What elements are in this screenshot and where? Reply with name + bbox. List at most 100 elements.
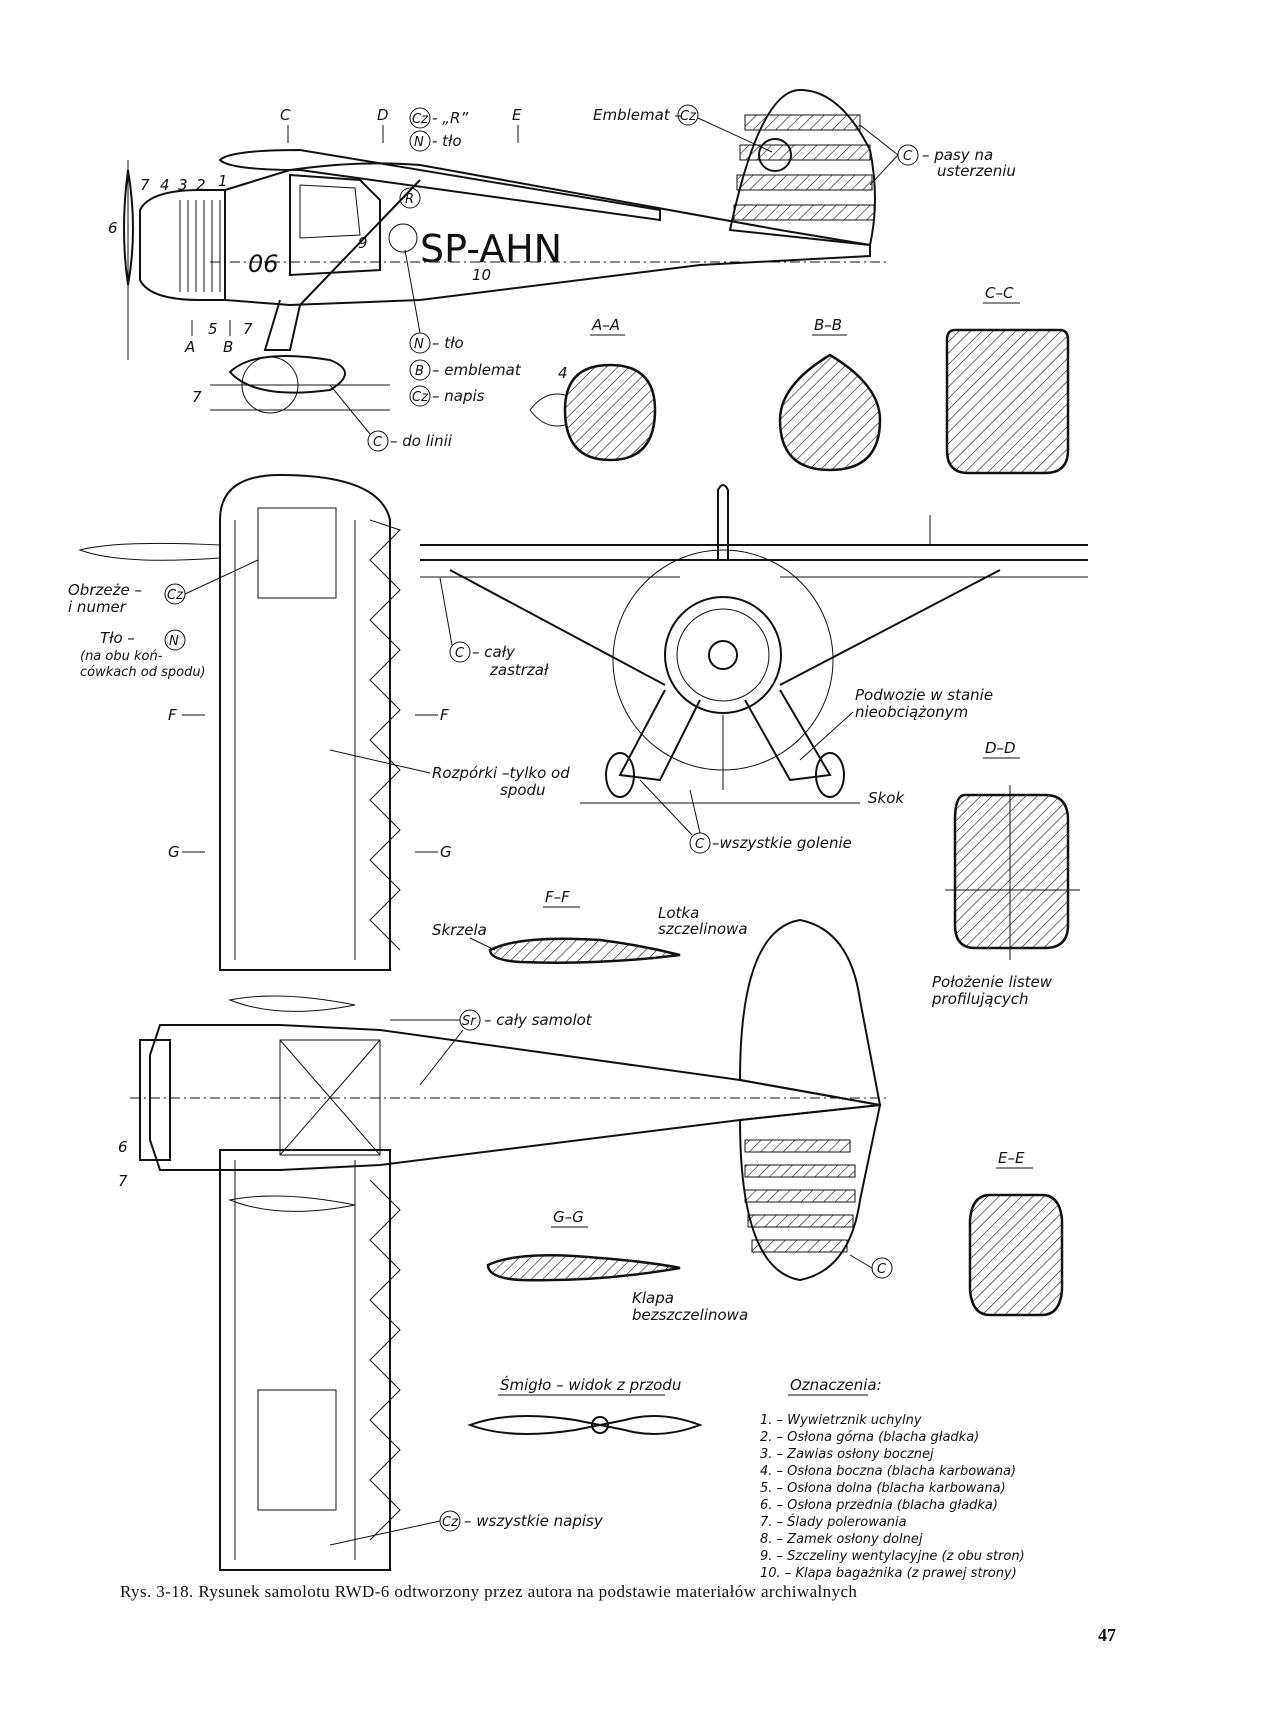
- legend-item: 7. – Ślady polerowania: [760, 1514, 907, 1530]
- circle-code-r: R: [405, 192, 414, 207]
- label-cz-wszystkie-napisy: – wszystkie napisy: [464, 1512, 604, 1530]
- circle-code-c: C: [695, 837, 705, 852]
- part-number: 10: [472, 266, 491, 284]
- label-tlo-line1: Tło –: [100, 629, 135, 647]
- callout-cz-r: - „R”: [432, 109, 468, 127]
- section-b-b-title: B–B: [814, 316, 842, 334]
- section-a-a-part: 4: [558, 364, 568, 382]
- callout-emblemat-top: Emblemat –: [593, 106, 682, 124]
- label-lotka-line2: szczelinowa: [658, 920, 748, 938]
- part-number: 6: [108, 219, 118, 237]
- plan-view: Obrzeże – i numer Cz Tło – N (na obu koń…: [68, 473, 893, 1571]
- section-c-c-title: C–C: [985, 284, 1014, 302]
- legend-item: 8. – Zamek osłony dolnej: [760, 1532, 923, 1547]
- section-f-f-title: F–F: [545, 888, 570, 906]
- label-rozporki-line1: Rozpórki –tylko od: [432, 764, 570, 782]
- label-klapa-line1: Klapa: [632, 1289, 674, 1307]
- part-number: 7: [243, 320, 253, 338]
- part-number: 1: [218, 172, 228, 190]
- label-podwozie-line2: nieobciążonym: [855, 703, 968, 721]
- fuselage-number: 06: [248, 250, 279, 278]
- legend-item: 5. – Osłona dolna (blacha karbowana): [760, 1481, 1006, 1496]
- station-g-right: G: [440, 843, 452, 861]
- front-view: C – cały zastrzał Podwozie w stanie nieo…: [420, 484, 1088, 854]
- figure-caption: Rys. 3-18. Rysunek samolotu RWD-6 odtwor…: [120, 1582, 858, 1601]
- label-obrzeze-line2: i numer: [68, 598, 127, 616]
- circle-code-cz: Cz: [680, 109, 697, 124]
- station-e-label: E: [512, 106, 522, 124]
- legend-item: 4. – Osłona boczna (blacha karbowana): [760, 1464, 1016, 1479]
- station-b-label: B: [223, 338, 233, 356]
- profile-f-f: F–F Skrzela Lotka szczelinowa: [432, 888, 748, 964]
- legend-item: 3. – Zawias osłony bocznej: [760, 1447, 934, 1462]
- station-f-left: F: [168, 706, 177, 724]
- circle-code-c: C: [455, 646, 465, 661]
- legend-item: 1. – Wywietrznik uchylny: [760, 1413, 922, 1428]
- label-rozporki-line2: spodu: [500, 781, 546, 799]
- station-f-right: F: [440, 706, 449, 724]
- station-a-label: A: [184, 338, 195, 356]
- profile-g-g: G–G Klapa bezszczelinowa: [486, 1208, 748, 1324]
- section-d-d-title: D–D: [985, 739, 1016, 757]
- legend-item: 2. – Osłona górna (blacha gładka): [760, 1430, 979, 1445]
- propeller-front-view: Śmigło – widok z przodu: [467, 1375, 703, 1435]
- callout-c-do-linii: – do linii: [390, 432, 453, 450]
- legend-item: 9. – Szczeliny wentylacyjne (z obu stron…: [760, 1549, 1025, 1564]
- part-7-label: 7: [118, 1172, 128, 1190]
- part-number: 2: [196, 176, 206, 194]
- circle-code-sr: Sr: [462, 1014, 477, 1029]
- label-listwy-line1: Położenie listew: [932, 973, 1053, 991]
- legend-item: 10. – Klapa bagażnika (z prawej strony): [760, 1566, 1017, 1581]
- circle-code-cz: Cz: [412, 390, 429, 405]
- section-c-c: C–C: [945, 284, 1070, 475]
- legend: Oznaczenia: 1. – Wywietrznik uchylny 2. …: [760, 1376, 1025, 1581]
- label-obrzeze-line1: Obrzeże –: [68, 581, 142, 599]
- section-e-e-title: E–E: [998, 1149, 1025, 1167]
- section-a-a: A–A 4: [529, 316, 657, 462]
- station-g-left: G: [168, 843, 180, 861]
- callout-n-tlo-top: - tło: [432, 132, 462, 150]
- section-b-b: B–B: [778, 316, 882, 472]
- circle-code-b: B: [415, 364, 424, 379]
- label-caly-zastrzal-line2: zastrzał: [489, 661, 549, 679]
- side-view: C D E A B 7 4 3 2 1 6 5 7 9 10 7 SP-AHN …: [108, 88, 1016, 452]
- label-caly-zastrzal-line1: – cały: [472, 643, 516, 661]
- circle-code-n: N: [414, 135, 424, 150]
- circle-code-c: C: [903, 149, 913, 164]
- circle-code-cz: Cz: [442, 1515, 459, 1530]
- label-listwy-line2: profilujących: [931, 990, 1028, 1008]
- page-number: 47: [1098, 1625, 1116, 1645]
- propeller-title: Śmigło – widok z przodu: [500, 1375, 681, 1394]
- label-skok: Skok: [868, 789, 905, 807]
- callout-pasy-line2: usterzeniu: [937, 162, 1016, 180]
- circle-code-n: N: [169, 634, 179, 649]
- station-c-label: C: [280, 106, 291, 124]
- label-wszystkie-golenie: –wszystkie golenie: [712, 834, 852, 852]
- label-podwozie-line1: Podwozie w stanie: [855, 686, 993, 704]
- section-e-e: E–E: [968, 1149, 1064, 1317]
- part-number: 3: [178, 176, 188, 194]
- circle-code-c: C: [373, 435, 383, 450]
- registration-text: SP-AHN: [420, 227, 562, 271]
- label-tlo-line2: (na obu koń-: [80, 649, 163, 664]
- legend-title: Oznaczenia:: [790, 1376, 882, 1394]
- section-a-a-title: A–A: [591, 316, 620, 334]
- part-number: 9: [358, 234, 368, 252]
- circle-code-cz: Cz: [167, 588, 184, 603]
- circle-code-c: C: [877, 1262, 887, 1277]
- callout-b-emblemat: – emblemat: [432, 361, 522, 379]
- section-g-g-title: G–G: [553, 1208, 584, 1226]
- label-tlo-line3: cówkach od spodu): [80, 665, 206, 680]
- station-d-label: D: [377, 106, 389, 124]
- label-skrzela: Skrzela: [432, 921, 487, 939]
- part-6-label: 6: [118, 1138, 128, 1156]
- part-number: 7: [140, 176, 150, 194]
- callout-n-tlo-bottom: – tło: [432, 334, 464, 352]
- section-d-d: D–D Położenie listew profilujących: [931, 739, 1080, 1008]
- legend-item: 6. – Osłona przednia (blacha gładka): [760, 1498, 998, 1513]
- label-lotka-line1: Lotka: [658, 904, 699, 922]
- callout-pasy-line1: – pasy na: [922, 146, 993, 164]
- circle-code-cz: Cz: [412, 112, 429, 127]
- label-klapa-line2: bezszczelinowa: [632, 1306, 748, 1324]
